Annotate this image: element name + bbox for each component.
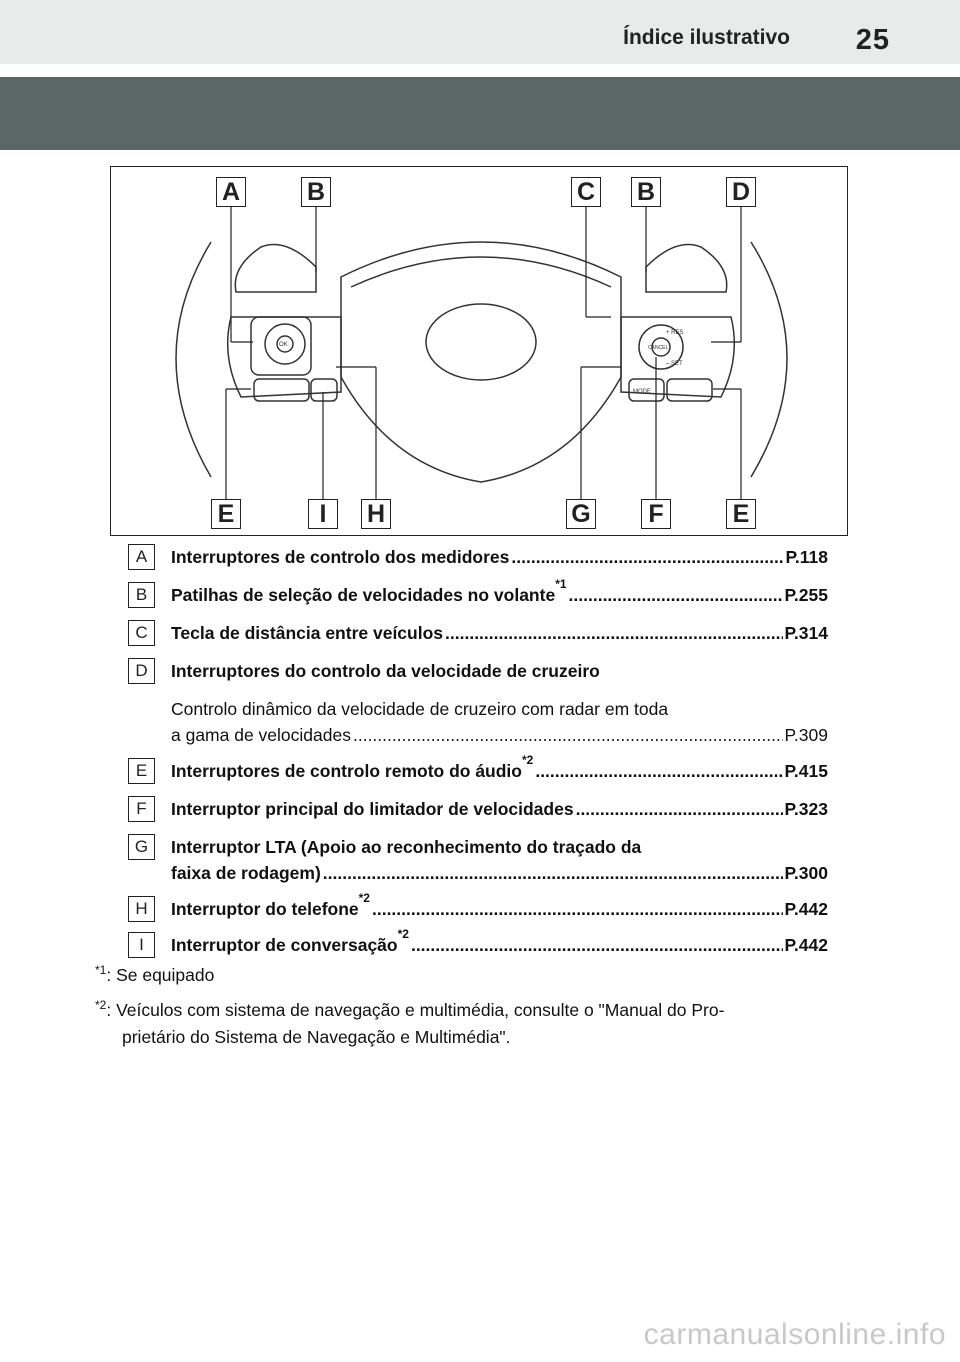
page-ref: P.442	[784, 899, 828, 919]
cruise-dial	[638, 324, 684, 370]
res-label: + RES	[666, 330, 684, 336]
legend-subtext: Controlo dinâmico da velocidade de cruze…	[171, 699, 669, 719]
legend-letter: H	[128, 896, 155, 922]
legend-letter: A	[128, 544, 155, 570]
callout-bottom-g: G	[566, 499, 596, 529]
cancel-label: CANCEL	[648, 345, 669, 351]
page-number: 25	[855, 24, 890, 56]
legend-text: Interruptores de controlo dos medidores	[171, 547, 510, 567]
callout-bottom-f: F	[641, 499, 671, 529]
wheel-hub	[340, 241, 622, 483]
callout-bottom-e: E	[211, 499, 241, 529]
mode-label: MODE	[633, 389, 651, 395]
legend-text-cont: faixa de rodagem)	[171, 863, 321, 883]
talk-button	[310, 378, 338, 402]
track-rocker	[666, 378, 713, 402]
footnote-text: : Se equipado	[106, 965, 215, 985]
ok-label: OK	[279, 342, 288, 348]
footnote-2-cont: prietário do Sistema de Navegação e Mult…	[122, 1027, 511, 1047]
footnote-mark: *2	[358, 891, 370, 905]
legend-letter: B	[128, 582, 155, 608]
legend-letter: I	[128, 932, 155, 958]
footnote-mark: *1	[555, 577, 567, 591]
footnote-text: : Veículos com sistema de navegação e mu…	[106, 1000, 725, 1020]
page-ref: P.255	[784, 585, 828, 605]
callout-bottom-e2: E	[726, 499, 756, 529]
set-label: – SET	[666, 361, 683, 367]
spoke-left	[226, 316, 342, 398]
callout-bottom-i: I	[308, 499, 338, 529]
hub-logo-oval	[425, 303, 537, 381]
footnote-mark: *2	[397, 927, 409, 941]
page-ref: P.118	[785, 547, 828, 567]
footnote-mark: *1	[95, 963, 107, 977]
legend-text: Interruptor do telefone	[171, 899, 359, 919]
legend-text: Interruptores do controlo da velocidade …	[171, 661, 600, 681]
volume-rocker	[253, 378, 310, 402]
page-ref: P.300	[784, 863, 828, 883]
callout-top-b2: B	[631, 177, 661, 207]
watermark: carmanualsonline.info	[643, 1318, 946, 1351]
steering-wheel-drawing: OK + RES – SET CANCEL MODE	[175, 201, 788, 499]
legend-letter: G	[128, 834, 155, 860]
legend-text: Interruptores de controlo remoto do áudi…	[171, 761, 522, 781]
legend-text: Interruptor principal do limitador de ve…	[171, 799, 574, 819]
callout-top-d: D	[726, 177, 756, 207]
steering-wheel-figure: OK + RES – SET CANCEL MODE A B C B D E I…	[110, 166, 848, 536]
wheel-rim-right	[750, 241, 788, 478]
ok-dial	[264, 323, 306, 365]
paddle-left	[234, 243, 317, 293]
footnote-mark: *2	[521, 753, 534, 767]
legend-text: Patilhas de seleção de velocidades no vo…	[171, 585, 556, 605]
legend-text: Interruptor de conversação	[171, 935, 398, 955]
callout-top-a: A	[216, 177, 246, 207]
footnote-2: *2: Veículos com sistema de navegação e …	[95, 997, 724, 1023]
paddle-right	[645, 243, 728, 293]
callout-bottom-h: H	[361, 499, 391, 529]
legend-subtext: a gama de velocidades	[171, 725, 351, 745]
page-ref: P.415	[784, 761, 828, 781]
callout-top-b: B	[301, 177, 331, 207]
legend-text: Tecla de distância entre veículos	[171, 623, 444, 643]
legend-letter: D	[128, 658, 155, 684]
legend-letter: E	[128, 758, 155, 784]
page-ref: P.323	[784, 799, 828, 819]
legend-letter: C	[128, 620, 155, 646]
footnote-1: *1: Se equipado	[95, 962, 214, 988]
legend-letter: F	[128, 796, 155, 822]
section-title: Índice ilustrativo	[623, 26, 790, 49]
legend-text: Interruptor LTA (Apoio ao reconhecimento…	[171, 837, 642, 857]
callout-top-c: C	[571, 177, 601, 207]
footnote-mark: *2	[95, 998, 107, 1012]
spoke-right	[620, 316, 736, 398]
header-bar	[0, 77, 960, 150]
page-ref: P.314	[784, 623, 828, 643]
mode-button	[628, 378, 665, 402]
page-ref: P.442	[784, 935, 828, 955]
page-ref: P.309	[784, 725, 828, 745]
wheel-rim-left	[175, 241, 212, 478]
header-band	[0, 0, 960, 64]
